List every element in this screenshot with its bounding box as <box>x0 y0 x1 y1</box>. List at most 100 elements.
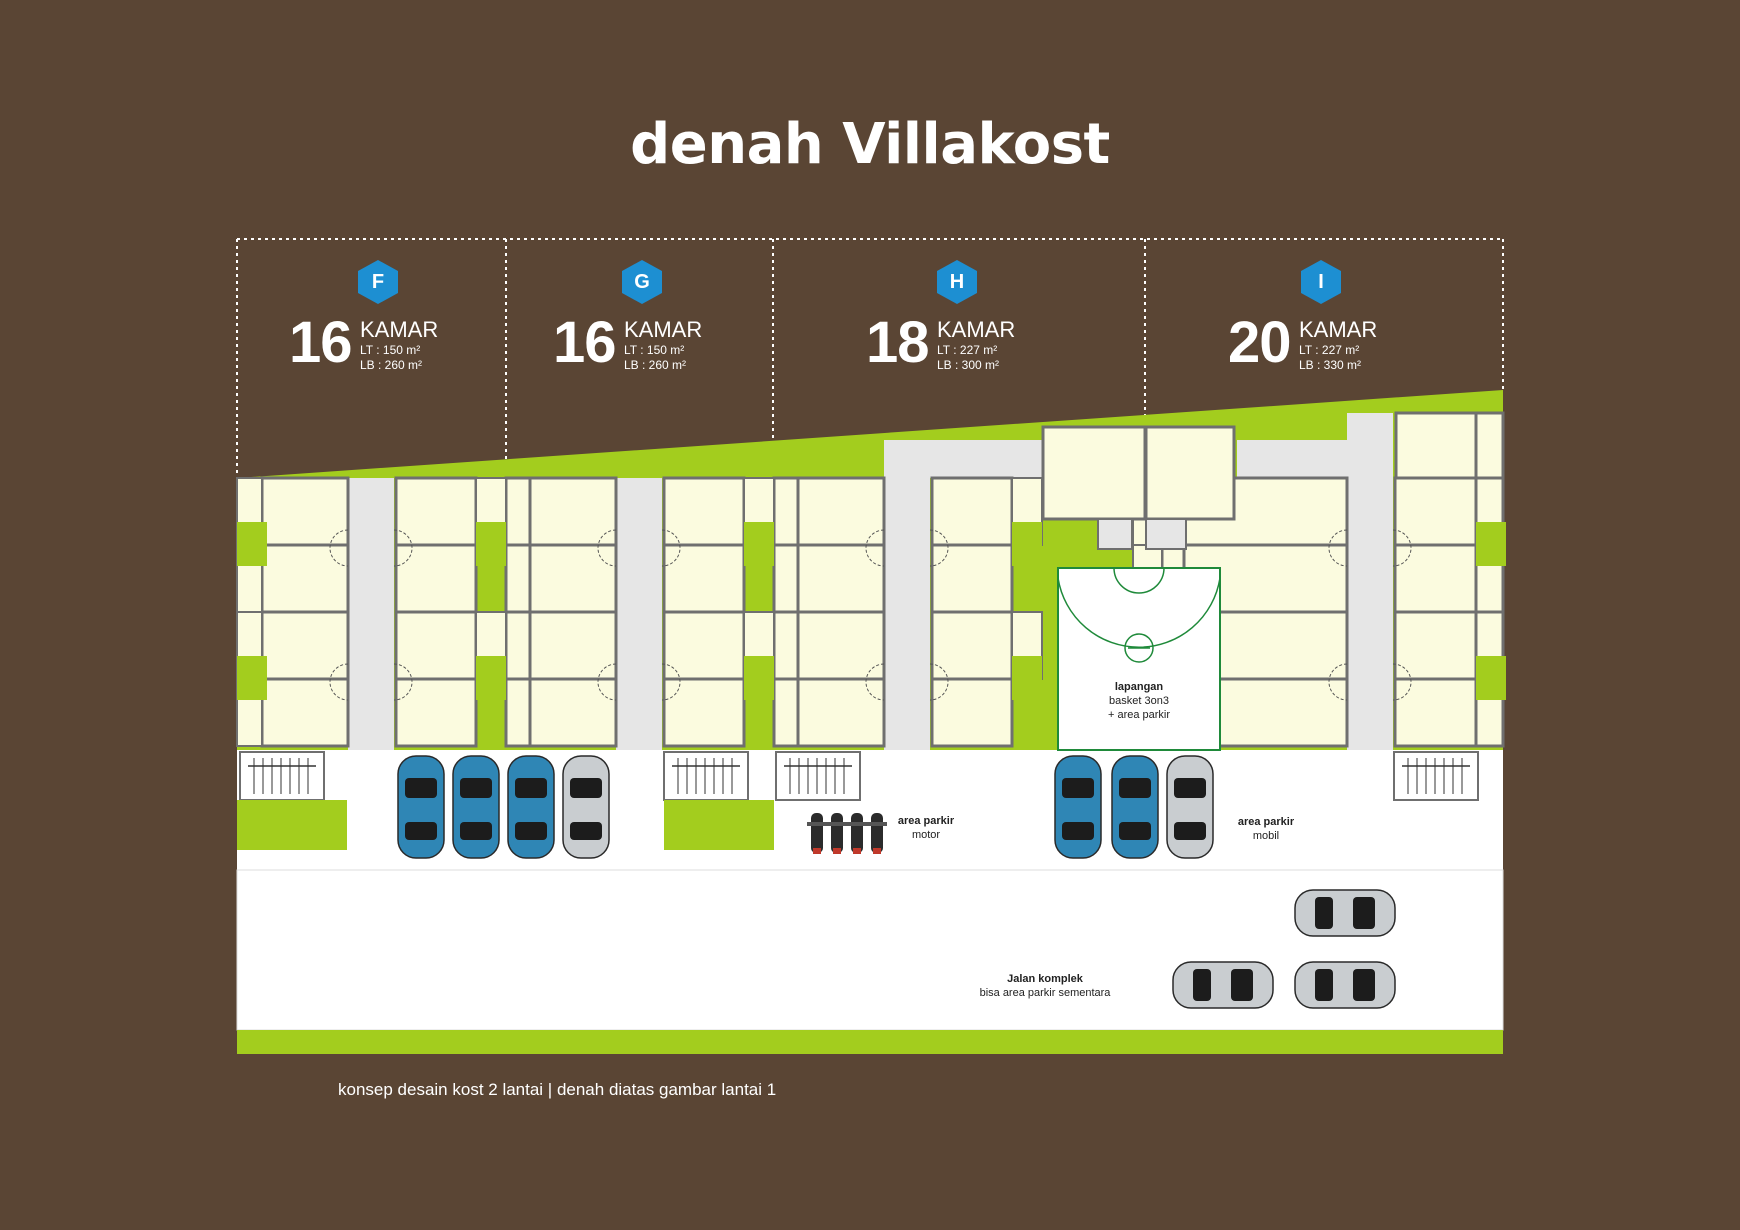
door-arc <box>329 529 349 567</box>
unit-badge: H <box>937 260 977 304</box>
courtyard <box>476 522 506 566</box>
land-area: LT : 227 m² <box>1299 343 1360 357</box>
grass-patch <box>664 800 774 850</box>
motor-parking-title: area parkir <box>897 815 955 827</box>
courtyard <box>237 656 267 700</box>
car-body <box>1054 755 1102 859</box>
room <box>796 543 886 614</box>
room-blocks <box>236 476 1506 748</box>
bike-light <box>833 848 841 854</box>
road-grass-edge <box>237 1030 1503 1054</box>
car-body <box>397 755 445 859</box>
door-arc <box>1328 529 1348 567</box>
car-window <box>1353 969 1375 1001</box>
stair <box>663 751 749 801</box>
car-parking-label: area parkir mobil <box>1226 815 1306 843</box>
room <box>528 610 618 681</box>
road-label: Jalan komplek bisa area parkir sementara <box>960 972 1130 1000</box>
motorbike <box>847 813 867 854</box>
door-arc <box>393 529 413 567</box>
stair <box>775 751 861 801</box>
room <box>528 476 618 547</box>
room-count: 16 <box>553 310 617 375</box>
car <box>397 755 445 859</box>
room <box>662 610 746 681</box>
courtyard <box>237 522 267 566</box>
kamar-label: KAMAR <box>360 317 439 342</box>
bike-light <box>853 848 861 854</box>
unit-badge: G <box>622 260 662 304</box>
car <box>1166 755 1214 859</box>
room-count: 18 <box>866 310 930 375</box>
room <box>772 610 800 681</box>
car <box>452 755 500 859</box>
room <box>260 476 350 547</box>
car-window <box>460 778 492 798</box>
kamar-label: KAMAR <box>1299 317 1378 342</box>
court-line1: basket 3on3 <box>1109 695 1169 707</box>
car-window <box>1315 969 1333 1001</box>
car-window <box>515 778 547 798</box>
building-area: LB : 260 m² <box>624 358 687 372</box>
car <box>1172 961 1274 1009</box>
car-body <box>1294 961 1396 1009</box>
courtyard <box>476 656 506 700</box>
room <box>930 476 1014 547</box>
room <box>930 610 1014 681</box>
car-window <box>1315 897 1333 929</box>
door-arc <box>929 663 949 701</box>
room <box>504 476 532 547</box>
car <box>1294 889 1396 937</box>
room <box>1393 543 1478 614</box>
room <box>1393 476 1478 547</box>
car-window <box>1062 778 1094 798</box>
room <box>504 677 532 748</box>
motor-parking-sub: motor <box>911 829 941 841</box>
bike-body <box>811 813 823 853</box>
court-title: lapangan <box>1114 681 1164 693</box>
motor-parking-label: area parkir motor <box>886 814 966 842</box>
stair <box>1393 751 1479 801</box>
stair <box>239 751 325 801</box>
car-parking-sub: mobil <box>1252 830 1280 842</box>
room <box>772 476 800 547</box>
car-body <box>507 755 555 859</box>
courtyard <box>744 656 774 700</box>
car-window <box>405 778 437 798</box>
room <box>1393 610 1478 681</box>
room <box>662 677 746 748</box>
road-title: Jalan komplek <box>1007 973 1083 985</box>
bike-light <box>873 848 881 854</box>
road-area <box>236 869 1504 1031</box>
car-window <box>405 822 437 840</box>
road-sub: bisa area parkir sementara <box>979 987 1111 999</box>
room <box>772 677 800 748</box>
motorbike <box>807 813 827 854</box>
car-body <box>1172 961 1274 1009</box>
room-count: 20 <box>1228 310 1292 375</box>
car-window <box>1353 897 1375 929</box>
land-area: LT : 150 m² <box>360 343 421 357</box>
room <box>930 677 1014 748</box>
room <box>930 543 1014 614</box>
door-arc <box>1392 663 1412 701</box>
page-title: denah Villakost <box>630 112 1110 177</box>
courtyard <box>1012 522 1042 566</box>
door-arc <box>1392 529 1412 567</box>
door-arc <box>393 663 413 701</box>
building-area: LB : 330 m² <box>1299 358 1362 372</box>
courtyard <box>744 522 774 566</box>
car-window <box>570 778 602 798</box>
car-window <box>1193 969 1211 1001</box>
bike-body <box>831 813 843 853</box>
grass-patch <box>237 800 347 850</box>
court-restrooms <box>1097 518 1187 550</box>
building-area: LB : 260 m² <box>360 358 423 372</box>
car <box>1294 961 1396 1009</box>
car-window <box>1119 778 1151 798</box>
car <box>1111 755 1159 859</box>
car <box>562 755 610 859</box>
car-window <box>1119 822 1151 840</box>
room <box>1393 677 1478 748</box>
